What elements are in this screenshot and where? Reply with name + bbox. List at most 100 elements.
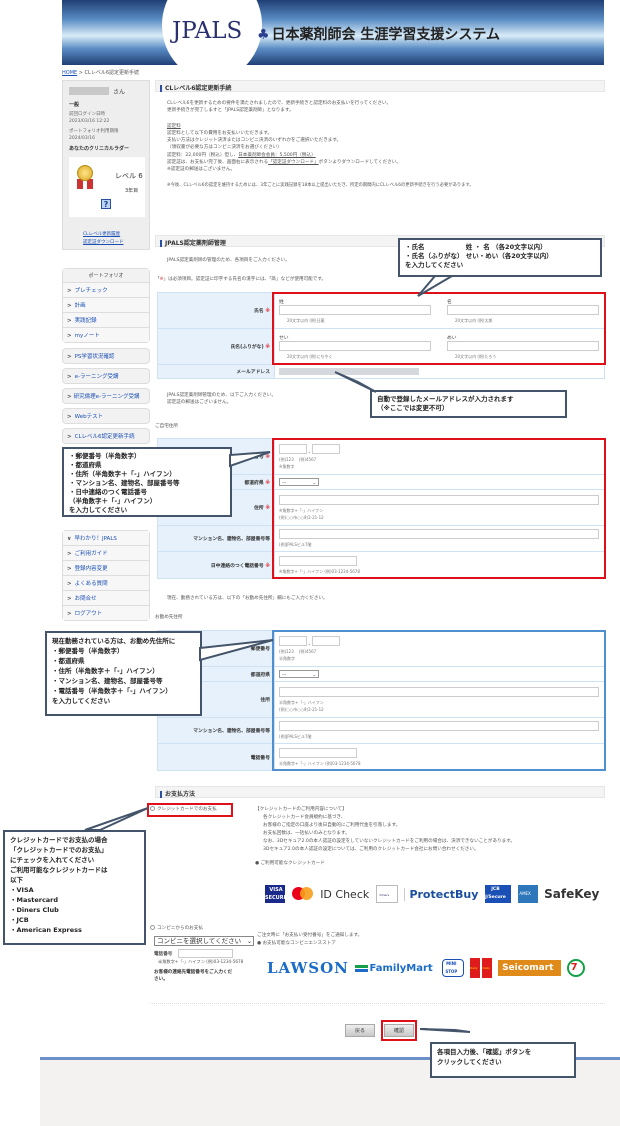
medal-icon (77, 165, 93, 181)
nav-label: 実践記録 (74, 318, 97, 324)
amex-logo: AMEX (517, 885, 538, 903)
breadcrumb-current: CLレベル6認定更新手続 (84, 70, 140, 76)
chevron-right-icon: > (67, 318, 72, 324)
sei-hint: 20文字以内 (例)日薬 (287, 317, 325, 323)
section-title: CLレベル6認定更新手続 (165, 85, 232, 92)
ladder-level: レベル 6 (115, 172, 143, 180)
building-cell: (例)JPALSビル7階 (274, 525, 605, 552)
chevron-right-icon: > (67, 374, 72, 380)
fee-amount-line: 認定料：22,000円（税込）但し、日本薬剤師会会員：5,500円（税込） (167, 152, 607, 159)
certificate-download-ref[interactable]: 「認定証ダウンロード」 (268, 160, 319, 166)
breadcrumb-home-link[interactable]: HOME (62, 70, 78, 76)
required-mark: ※ (265, 506, 270, 511)
member-fee-link[interactable]: 日本薬剤師会会員：5,500円（税込） (238, 152, 316, 158)
protectbuy-logo: ProtectBuy (404, 887, 478, 901)
required-mark: ※ (265, 563, 270, 569)
callout-home-address-instructions: ・郵便番号（半角数字） ・都道府県 ・住所（半角数字＋「-」ハイフン） ・マンシ… (62, 447, 232, 517)
address-input[interactable] (279, 494, 599, 505)
home-intro-line: 認定証の郵送はございません。 (167, 400, 232, 406)
work-building-label: マンション名、建物名、部屋番号等 (157, 717, 275, 744)
zip1-input[interactable] (279, 443, 307, 454)
nav-contact[interactable]: >お問合せ (63, 590, 149, 605)
nav-web-test[interactable]: >Webテスト (62, 408, 150, 424)
conv-stores-label: ● お支払可能なコンビニエンスストア (257, 941, 336, 946)
work-building-input[interactable] (279, 721, 599, 731)
last-name-kana-input[interactable] (279, 340, 431, 351)
work-prefecture-select[interactable]: ---⌄ (279, 670, 319, 678)
chevron-down-icon: ⌄ (312, 480, 316, 485)
credit-info-line: お支払回数は、一括払いのみとなります。 (263, 831, 350, 836)
section-header-renewal: CLレベル6認定更新手続 (155, 80, 605, 92)
last-name-input[interactable] (279, 304, 431, 315)
work-phone-input[interactable] (279, 747, 357, 758)
nav-quick-guide[interactable]: ∨早わかり！JPALS (63, 531, 149, 545)
addr-hint-1: 半角数字+「-」ハイフン (279, 699, 324, 705)
last-login-label: 前回ログイン日時 (69, 112, 105, 117)
daytime-phone-input[interactable] (279, 555, 357, 566)
convenience-option[interactable]: コンビニからのお支払 (150, 925, 203, 931)
nav-faq[interactable]: >よくある質問 (63, 575, 149, 590)
confirm-button[interactable]: 確認 (384, 1024, 414, 1037)
work-zip1-input[interactable] (279, 635, 307, 646)
prefecture-select[interactable]: --- ⌄ (279, 478, 319, 486)
email-value-redacted (279, 368, 419, 375)
jpals-logo[interactable]: JPALS (172, 18, 243, 44)
nav-label: プレチェック (74, 288, 108, 294)
required-note: 「※」は必須項目。認定証に印字する氏名の漢字には、「髙」などが使用可能です。 (155, 276, 326, 283)
ministop-logo: MINI STOP (442, 959, 465, 977)
nav-cl6-renewal[interactable]: >CLレベル6認定更新手続 (62, 428, 150, 444)
nav-elearning[interactable]: >e-ラーニング受講 (62, 368, 150, 384)
nav-logout[interactable]: >ログアウト (63, 605, 149, 620)
prefecture-value: --- (282, 480, 287, 485)
store-name: MINI STOP (445, 961, 458, 974)
lawson-logo: LAWSON (267, 959, 349, 977)
nav-profile-edit[interactable]: >登録内容変更 (63, 560, 149, 575)
zip-hint-2: (例)4567 (298, 648, 317, 654)
chevron-right-icon: > (67, 611, 72, 617)
portfolio-expiry-label: ポートフォリオ利用期限 (69, 129, 119, 134)
work-address-input[interactable] (279, 686, 599, 697)
first-name-input[interactable] (447, 304, 599, 315)
nav-practice-record[interactable]: >実践記録 (63, 312, 149, 327)
nav-plan[interactable]: >計画 (63, 297, 149, 312)
conv-phone-input[interactable] (177, 949, 233, 958)
kana-sei-label: せい (279, 335, 289, 341)
zip2-input[interactable] (311, 443, 340, 454)
building-input[interactable] (279, 529, 599, 539)
last-login-value: 2023/03/16 12:22 (69, 119, 110, 124)
ladder-years: 3年目 (125, 188, 139, 194)
nav-research-ethics[interactable]: >研究倫理e-ラーニング受講 (62, 388, 150, 404)
id-check-logo: ID Check (320, 887, 370, 901)
chevron-right-icon: > (67, 394, 72, 400)
credit-option[interactable]: クレジットカードでのお支払 (150, 806, 217, 812)
certificate-download-link[interactable]: 認定証ダウンロード (83, 240, 124, 245)
user-name-redacted (69, 87, 109, 95)
site-subtitle-text: 日本薬剤師会 生涯学習支援システム (271, 27, 501, 43)
credit-info-line: 各クレジットカード会員規約に基づき、 (263, 815, 346, 820)
portfolio-nav: ポートフォリオ >プレチェック >計画 >実践記録 >myノート (62, 268, 150, 343)
nav-label: 研究倫理e-ラーニング受講 (73, 394, 140, 400)
help-icon[interactable]: ? (101, 199, 111, 209)
chevron-right-icon: > (67, 288, 72, 294)
nav-precheck[interactable]: >プレチェック (63, 282, 149, 297)
first-name-kana-input[interactable] (447, 340, 599, 351)
zip-hint: (例)123 (例)4567 (279, 649, 600, 655)
radio-button[interactable] (150, 925, 155, 930)
back-button[interactable]: 戻る (345, 1024, 375, 1037)
info-nav: ∨早わかり！JPALS >ご利用ガイド >登録内容変更 >よくある質問 >お問合… (62, 530, 150, 621)
radio-button[interactable] (150, 806, 155, 811)
cl-level-history-link[interactable]: CLレベル更新履歴 (83, 232, 121, 237)
convenience-store-select[interactable]: コンビニを選択してください⌄ (154, 936, 254, 946)
section-title: JPALS認定薬剤師管理 (165, 240, 226, 247)
portfolio-title: ポートフォリオ (63, 269, 149, 282)
nav-ps-status[interactable]: >PS学習状況確認 (62, 348, 150, 364)
work-zip2-input[interactable] (311, 635, 340, 646)
level-badge: レベル 6 3年目 ? (69, 157, 145, 217)
work-building-cell: (例)JPALSビル7階 (274, 717, 605, 744)
nav-user-guide[interactable]: >ご利用ガイド (63, 545, 149, 560)
jcb-jsecure-logo: JCB J/Secure (484, 885, 511, 903)
addr-hint-1: ※角数字+「-」ハイフン (279, 507, 324, 513)
zip-hint-2: (例)4567 (298, 456, 317, 462)
fee-line: （領収書が必要な方はコンビニ決済をお選びください） (167, 145, 282, 151)
nav-my-note[interactable]: >myノート (63, 327, 149, 342)
